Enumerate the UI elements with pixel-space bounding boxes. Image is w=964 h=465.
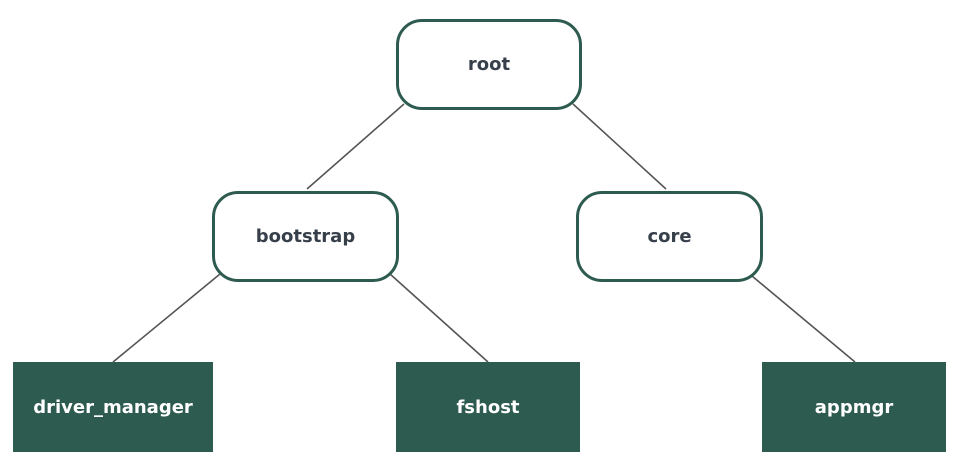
node-driver-manager-label: driver_manager	[33, 396, 193, 418]
edge-root-bootstrap	[306, 103, 405, 190]
node-fshost: fshost	[396, 362, 580, 452]
edge-bootstrap-fshost	[389, 273, 489, 363]
node-driver-manager: driver_manager	[13, 362, 213, 452]
node-root: root	[396, 19, 582, 110]
node-bootstrap-label: bootstrap	[255, 226, 356, 247]
edge-bootstrap-driver-manager	[112, 273, 221, 363]
node-appmgr-label: appmgr	[814, 396, 894, 418]
node-appmgr: appmgr	[762, 362, 946, 452]
node-core-label: core	[647, 226, 692, 247]
node-bootstrap: bootstrap	[212, 191, 399, 282]
edge-core-appmgr	[751, 275, 856, 363]
node-fshost-label: fshost	[456, 396, 520, 418]
node-root-label: root	[467, 54, 511, 75]
edge-root-core	[572, 103, 667, 190]
node-core: core	[576, 191, 763, 282]
